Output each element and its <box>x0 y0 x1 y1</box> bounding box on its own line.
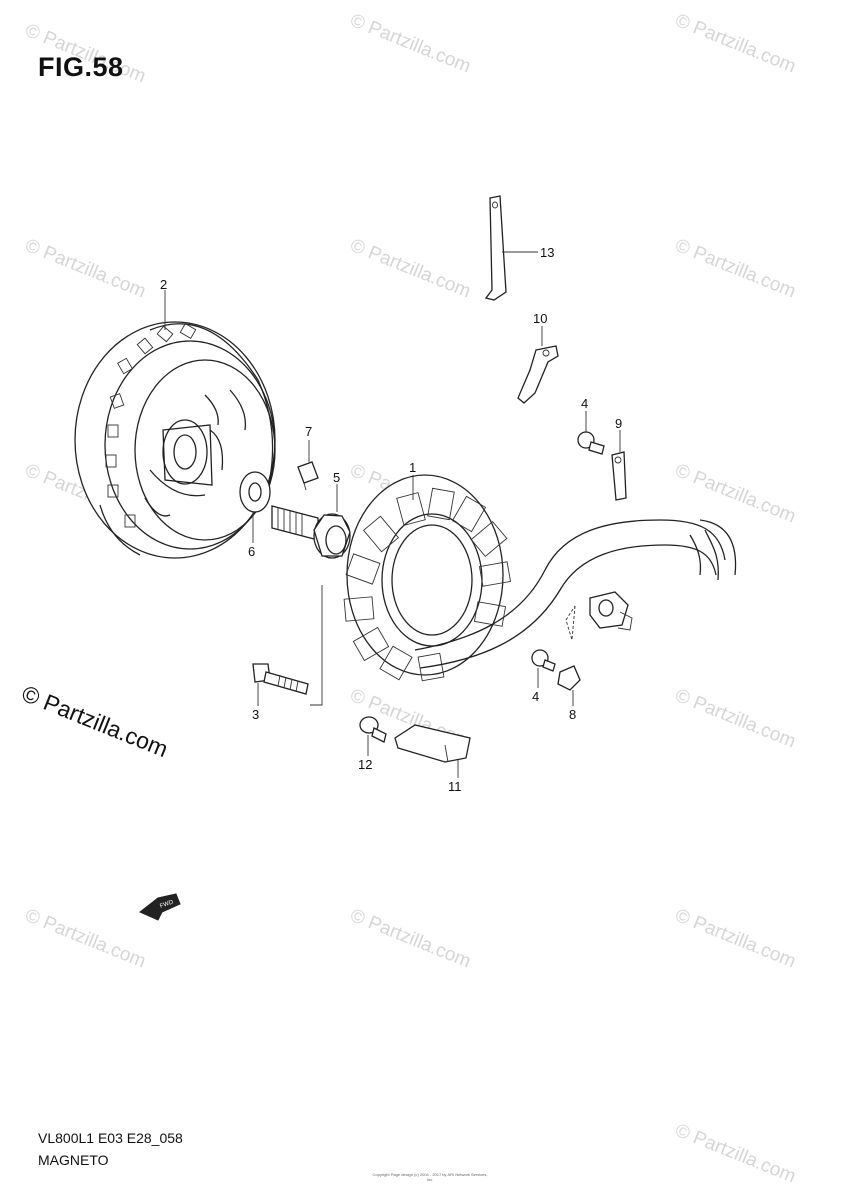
callout-3: 3 <box>252 707 259 722</box>
clamp-part-9[interactable] <box>611 451 627 501</box>
screw-part-4-upper[interactable] <box>577 431 605 455</box>
callout-4-upper: 4 <box>581 396 588 411</box>
figure-title: FIG.58 <box>38 52 124 82</box>
callout-7: 7 <box>305 424 312 439</box>
svg-text:FWD: FWD <box>159 899 175 910</box>
rotor-part-2[interactable] <box>74 321 276 559</box>
callout-2: 2 <box>160 277 167 292</box>
callout-9: 9 <box>615 416 622 431</box>
section-name: MAGNETO <box>38 1152 109 1168</box>
fwd-arrow-icon: FWD <box>139 893 181 921</box>
plate-part-11[interactable] <box>394 724 471 763</box>
screw-part-4-lower[interactable] <box>531 649 556 672</box>
rotor-bolt-part-5[interactable] <box>271 505 351 559</box>
callout-13: 13 <box>540 245 554 260</box>
model-code: VL800L1 E03 E28_058 <box>38 1130 183 1146</box>
stator-part-1[interactable] <box>343 474 512 682</box>
screw-part-12[interactable] <box>359 716 387 743</box>
key-part-7[interactable] <box>297 461 319 491</box>
pickup-coil[interactable] <box>589 591 633 631</box>
clamp-part-8[interactable] <box>557 665 581 691</box>
callout-11: 11 <box>448 779 462 794</box>
copyright-notice: Copyright Page design (c) 2004 - 2017 by… <box>372 1172 488 1182</box>
washer-part-6[interactable] <box>239 471 271 513</box>
tie-strap-part-13[interactable] <box>484 195 507 301</box>
callout-1: 1 <box>409 460 416 475</box>
callout-8: 8 <box>569 707 576 722</box>
callout-4-lower: 4 <box>532 689 539 704</box>
callout-6: 6 <box>248 544 255 559</box>
callout-5: 5 <box>333 470 340 485</box>
bolt-part-3[interactable] <box>252 663 309 695</box>
wire-harness[interactable] <box>414 519 737 669</box>
callout-10: 10 <box>533 311 547 326</box>
callout-12: 12 <box>358 757 372 772</box>
bracket-part-10[interactable] <box>517 345 559 404</box>
